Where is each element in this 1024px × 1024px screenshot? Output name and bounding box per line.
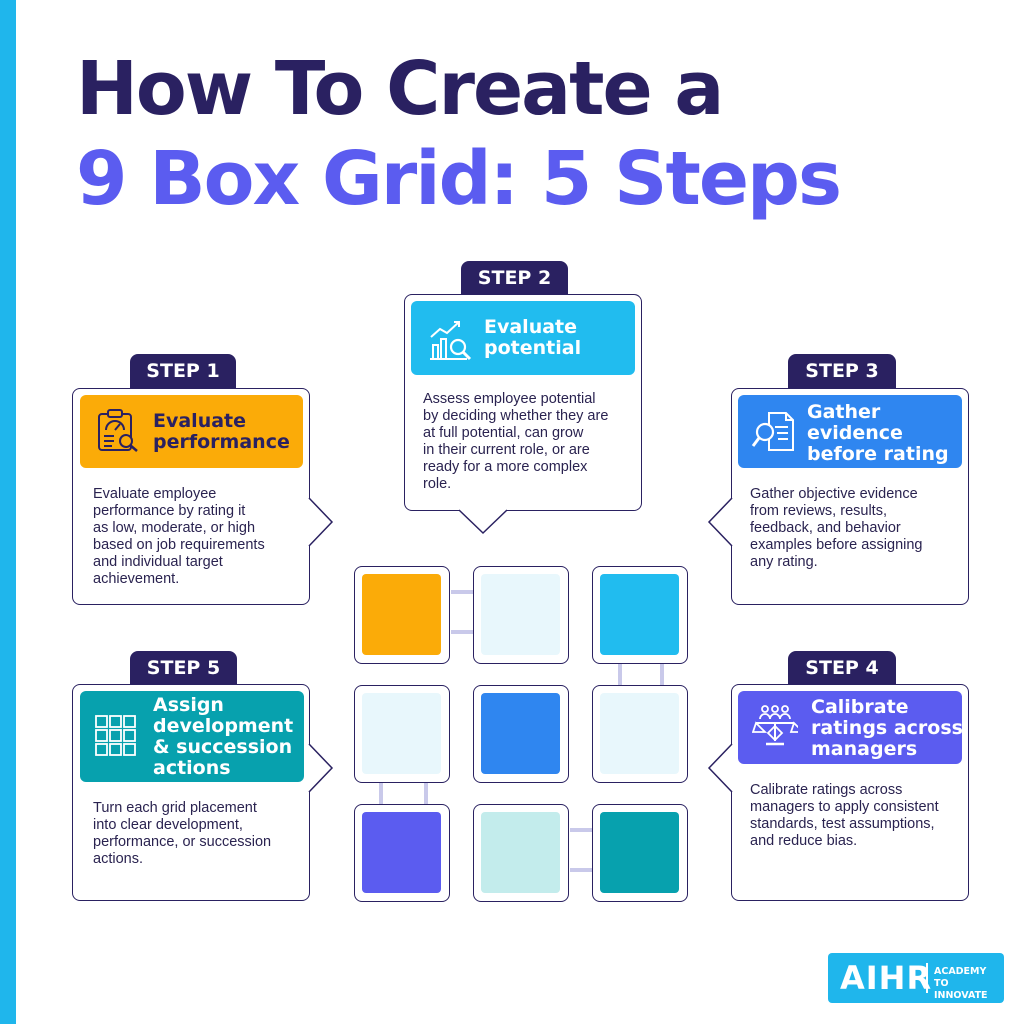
grid-box-fill xyxy=(481,812,560,893)
logo-divider xyxy=(926,963,928,993)
step-1-tab: STEP 1 xyxy=(130,354,236,388)
grid-connector xyxy=(451,630,473,634)
grid-box xyxy=(354,566,450,664)
step-5-title: Assign development & succession actions xyxy=(153,694,294,779)
logo-mark: AIHR xyxy=(840,959,933,997)
page-title-line-2: 9 Box Grid: 5 Steps xyxy=(76,136,842,222)
grid-box-fill xyxy=(600,574,679,655)
step-5-description: Turn each grid placement into clear deve… xyxy=(93,800,272,867)
step-4-pointer xyxy=(707,743,734,793)
grid-icon xyxy=(95,715,136,756)
clipboard-gauge-icon xyxy=(98,409,138,452)
grid-box-fill xyxy=(600,812,679,893)
grid-connector xyxy=(660,663,664,685)
step-4-description: Calibrate ratings across managers to app… xyxy=(750,782,939,849)
step-1-title: Evaluate performance xyxy=(153,410,290,453)
grid-box-fill xyxy=(362,693,441,774)
document-search-icon xyxy=(751,412,794,451)
step-5-tab: STEP 5 xyxy=(130,651,237,685)
grid-box xyxy=(473,685,569,783)
step-4-tab: STEP 4 xyxy=(788,651,896,685)
grid-box-fill xyxy=(481,574,560,655)
step-3-tab: STEP 3 xyxy=(788,354,896,388)
grid-connector xyxy=(424,783,428,805)
step-2-pointer xyxy=(458,508,508,535)
step-1-description: Evaluate employee performance by rating … xyxy=(93,486,265,587)
grid-box xyxy=(592,804,688,902)
grid-box xyxy=(473,566,569,664)
grid-box xyxy=(354,804,450,902)
people-scale-icon xyxy=(752,705,798,746)
grid-box-fill xyxy=(600,693,679,774)
step-1-pointer xyxy=(307,497,334,547)
logo-tagline: ACADEMY TO INNOVATE HR xyxy=(934,966,988,1013)
grid-box xyxy=(592,566,688,664)
step-3-header xyxy=(738,395,962,468)
step-4-title: Calibrate ratings across managers xyxy=(811,696,963,760)
grid-box-fill xyxy=(481,693,560,774)
grid-box xyxy=(592,685,688,783)
chart-magnifier-icon xyxy=(430,321,472,361)
step-2-tab: STEP 2 xyxy=(461,261,568,295)
grid-connector xyxy=(451,590,473,594)
grid-box-fill xyxy=(362,574,441,655)
grid-connector xyxy=(570,868,592,872)
grid-connector xyxy=(618,663,622,685)
step-5-header xyxy=(80,691,304,782)
step-3-pointer xyxy=(707,497,734,547)
step-1-header xyxy=(80,395,303,468)
grid-box-fill xyxy=(362,812,441,893)
grid-connector xyxy=(570,828,592,832)
step-2-title: Evaluate potential xyxy=(484,316,582,359)
step-3-title: Gather evidence before rating xyxy=(807,401,949,465)
grid-box xyxy=(354,685,450,783)
aihr-logo: AIHR ACADEMY TO INNOVATE HR xyxy=(828,953,1004,1013)
grid-box xyxy=(473,804,569,902)
step-2-description: Assess employee potential by deciding wh… xyxy=(423,391,609,492)
grid-connector xyxy=(379,783,383,805)
step-3-description: Gather objective evidence from reviews, … xyxy=(750,486,923,570)
page-title-line-1: How To Create a xyxy=(76,46,724,132)
step-5-pointer xyxy=(307,743,334,793)
left-accent-bar xyxy=(0,0,16,1024)
step-2-header xyxy=(411,301,635,375)
